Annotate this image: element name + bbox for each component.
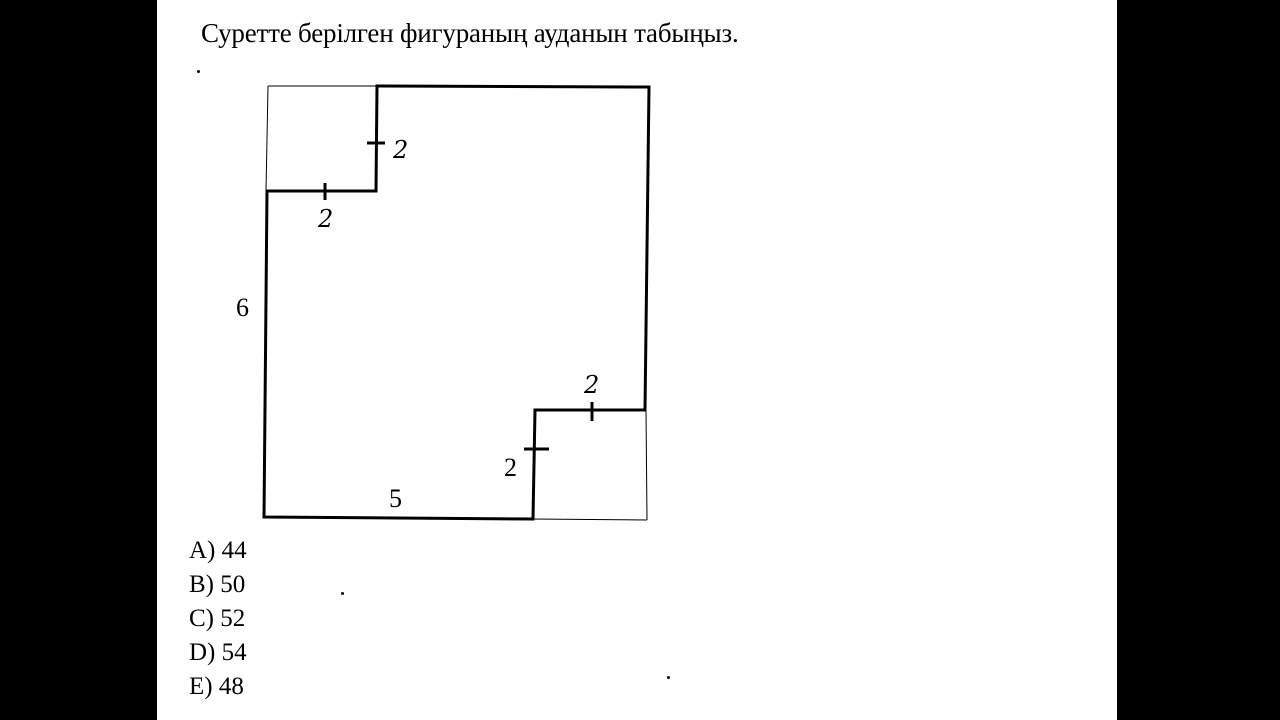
lower-right-corner-square: [531, 409, 648, 521]
answer-option-e[interactable]: E) 48: [189, 673, 244, 700]
stray-dot: [667, 676, 670, 679]
question-text: Суретте берілген фигураның ауданын табың…: [201, 18, 739, 48]
label-lower-step-horizontal: 2: [583, 371, 599, 399]
polygon-figure: 6 5 2 2 2 2: [236, 84, 651, 521]
figure-outline: [262, 84, 651, 521]
upper-left-corner-square: [265, 85, 377, 192]
answer-option-a[interactable]: A) 44: [189, 537, 247, 564]
label-upper-step-vertical: 2: [392, 136, 408, 164]
worksheet-page: Суретте берілген фигураның ауданын табың…: [157, 0, 1117, 720]
answer-option-b[interactable]: B) 50: [189, 571, 246, 598]
answer-option-c[interactable]: C) 52: [189, 605, 246, 632]
stray-dot: [341, 592, 344, 595]
answer-options: A) 44 B) 50 C) 52 D) 54 E) 48: [189, 534, 247, 704]
answer-option-d[interactable]: D) 54: [189, 639, 247, 666]
label-upper-step-horizontal: 2: [317, 205, 333, 233]
label-left-side: 6: [236, 293, 249, 322]
label-bottom-side: 5: [389, 484, 402, 513]
stray-dot: [197, 70, 200, 73]
label-lower-step-vertical: 2: [504, 453, 517, 482]
